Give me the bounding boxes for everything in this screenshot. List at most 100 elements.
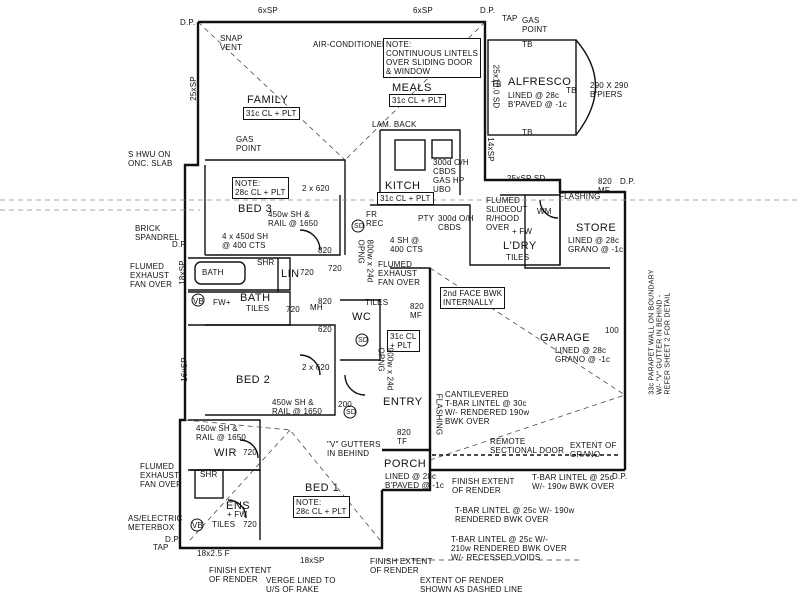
room-wc: WC [352, 311, 372, 323]
label-wm: WM [537, 207, 552, 216]
label-cantilevered: CANTILEVERED T-BAR LINTEL @ 30c W/- REND… [445, 390, 530, 426]
room-garage: GARAGE [540, 332, 591, 344]
label-tb-3: TB [566, 86, 577, 95]
wall-bed2 [205, 324, 336, 416]
label-gas-point-family: GAS POINT [236, 135, 262, 153]
label-gas-point-top: GAS POINT [522, 16, 548, 34]
label-tap-top: TAP [502, 14, 518, 23]
smoke-detector-1 [351, 219, 365, 233]
label-25xsp-left: 25xSP [188, 76, 198, 101]
label-25xsp-right: 25x10.0 SD [491, 64, 501, 109]
roof-line-3 [184, 419, 381, 541]
roof-line-2 [344, 21, 486, 161]
label-shr-bath: SHR [257, 258, 275, 267]
room-bed2: BED 2 [236, 374, 271, 386]
label-tbar-210: T-BAR LINTEL @ 25c W/- 210w RENDERED BWK… [451, 535, 567, 562]
kitch-finish: 31c CL + PLT [377, 192, 434, 205]
label-brick-spandrel: BRICK SPANDREL [135, 224, 180, 242]
ens-shower [194, 469, 224, 499]
door-swing-bed3 [299, 229, 321, 251]
label-vb-bath: VB [193, 297, 205, 306]
door-swing-wir [239, 439, 259, 459]
roof-line-1 [197, 21, 346, 161]
porch-finish: LINED @ 28c B'PAVED @ -1c [385, 472, 445, 490]
label-piers: 290 X 290 B'PIERS [590, 81, 629, 99]
wall-laundry [500, 194, 561, 265]
label-sd-3: SD [346, 409, 357, 416]
garage-finish: LINED @ 28c GRANO @ -1c [555, 346, 611, 364]
wall-wc [340, 299, 381, 361]
vb-circle-ens [190, 518, 204, 532]
ens-tiles: TILES [212, 520, 236, 529]
note-second-face: 2nd FACE BWK INTERNALLY [440, 287, 506, 309]
label-bed3-sh: 4 x 450d SH @ 400 CTS [222, 232, 269, 250]
label-remote-door: REMOTE SECTIONAL DOOR [490, 437, 565, 455]
note-bed1: NOTE: 28c CL + PLT [293, 496, 350, 518]
label-820b: 820 [318, 297, 332, 306]
label-mf820-kitch: 820 MF [598, 177, 612, 195]
label-bath-small: BATH [202, 268, 224, 277]
kitchen-cooktop [431, 139, 453, 159]
label-opng-800: 800w x 24d OPNG [356, 239, 375, 283]
note-bed3: NOTE: 28c CL + PLT [232, 177, 289, 199]
label-air-conditioner: AIR-CONDITIONER [313, 40, 388, 49]
label-720e: 720 [243, 520, 257, 529]
label-18xsp-bottom: 18xSP [300, 556, 325, 565]
label-tap-bl: TAP [153, 543, 169, 552]
roof-line-4 [189, 429, 291, 541]
label-dp-tr: D.P. [480, 6, 496, 15]
smoke-detector-3 [343, 405, 357, 419]
note-lintels: NOTE: CONTINUOUS LINTELS OVER SLIDING DO… [383, 38, 482, 78]
label-fw-ldry: + FW [512, 227, 533, 236]
label-dp-bottom-right: D.P. [612, 472, 628, 481]
label-v-gutters: "V" GUTTERS IN BEHIND [327, 440, 381, 458]
label-720d: 720 [243, 448, 257, 457]
label-dp-tl: D.P. [180, 18, 196, 27]
label-flumed-slideout: FLUMED SLIDEOUT R/HOOD OVER [486, 196, 528, 232]
wall-store [524, 195, 610, 269]
label-fw-bath: FW+ [213, 298, 231, 307]
label-top-6xsp-1: 6xSP [258, 6, 278, 15]
room-kitch: KITCH [385, 180, 421, 192]
door-swing-ens [227, 499, 247, 519]
label-dp-right: D.P. [620, 177, 636, 186]
room-meals: MEALS [392, 82, 432, 94]
label-finish-render-3: FINISH EXTENT OF RENDER [370, 557, 433, 575]
room-wir: WIR [214, 447, 237, 459]
bath-tiles: TILES [246, 304, 270, 313]
family-finish: 31c CL + PLT [243, 107, 300, 120]
label-sd-2: SD [358, 337, 369, 344]
wc-tiles: TILES [365, 298, 389, 307]
ldry-tiles: TILES [506, 253, 530, 262]
label-2x620-bed2: 2 x 620 [302, 363, 330, 372]
label-lam-back: LAM. BACK [372, 120, 417, 129]
label-verge: VERGE LINED TO U/S OF RAKE [266, 576, 336, 594]
room-porch: PORCH [384, 458, 427, 470]
label-2x620-bed3: 2 x 620 [302, 184, 330, 193]
door-swing-bed2 [299, 354, 321, 376]
label-wir-window: 450w SH & RAIL @ 1650 [196, 424, 247, 442]
label-finish-render-1: FINISH EXTENT OF RENDER [452, 477, 515, 495]
label-shr-ens: SHR [200, 470, 218, 479]
room-bed1: BED 1 [305, 482, 340, 494]
label-opng-900: 900w x 24d OPNG [376, 347, 395, 391]
label-16xsp: 16xSP [179, 357, 189, 382]
store-finish: LINED @ 28c GRANO @ -1c [568, 236, 624, 254]
room-lin: LIN [281, 268, 300, 280]
smoke-detector-2 [355, 333, 369, 347]
label-oh300b: 300d O/H CBDS [438, 214, 474, 232]
label-flashing-top: FLASHING [559, 192, 601, 201]
room-bath: BATH [240, 292, 271, 304]
label-dp-bl: D.P. [165, 535, 181, 544]
label-parapet: 33c PARAPET WALL ON BOUNDARY W/- "V" GUT… [648, 269, 672, 395]
label-820a: 820 [318, 246, 332, 255]
label-fr-rec: FR REC [366, 210, 384, 228]
room-ldry: L'DRY [503, 240, 537, 252]
label-finish-render-2: FINISH EXTENT OF RENDER [209, 566, 272, 584]
label-100: 100 [605, 326, 619, 335]
label-25xsp-sd: 25xSP SD [507, 174, 546, 183]
label-extent-render-dashed: EXTENT OF RENDER SHOWN AS DASHED LINE [420, 576, 523, 594]
room-entry: ENTRY [383, 396, 423, 408]
room-store: STORE [576, 222, 617, 234]
